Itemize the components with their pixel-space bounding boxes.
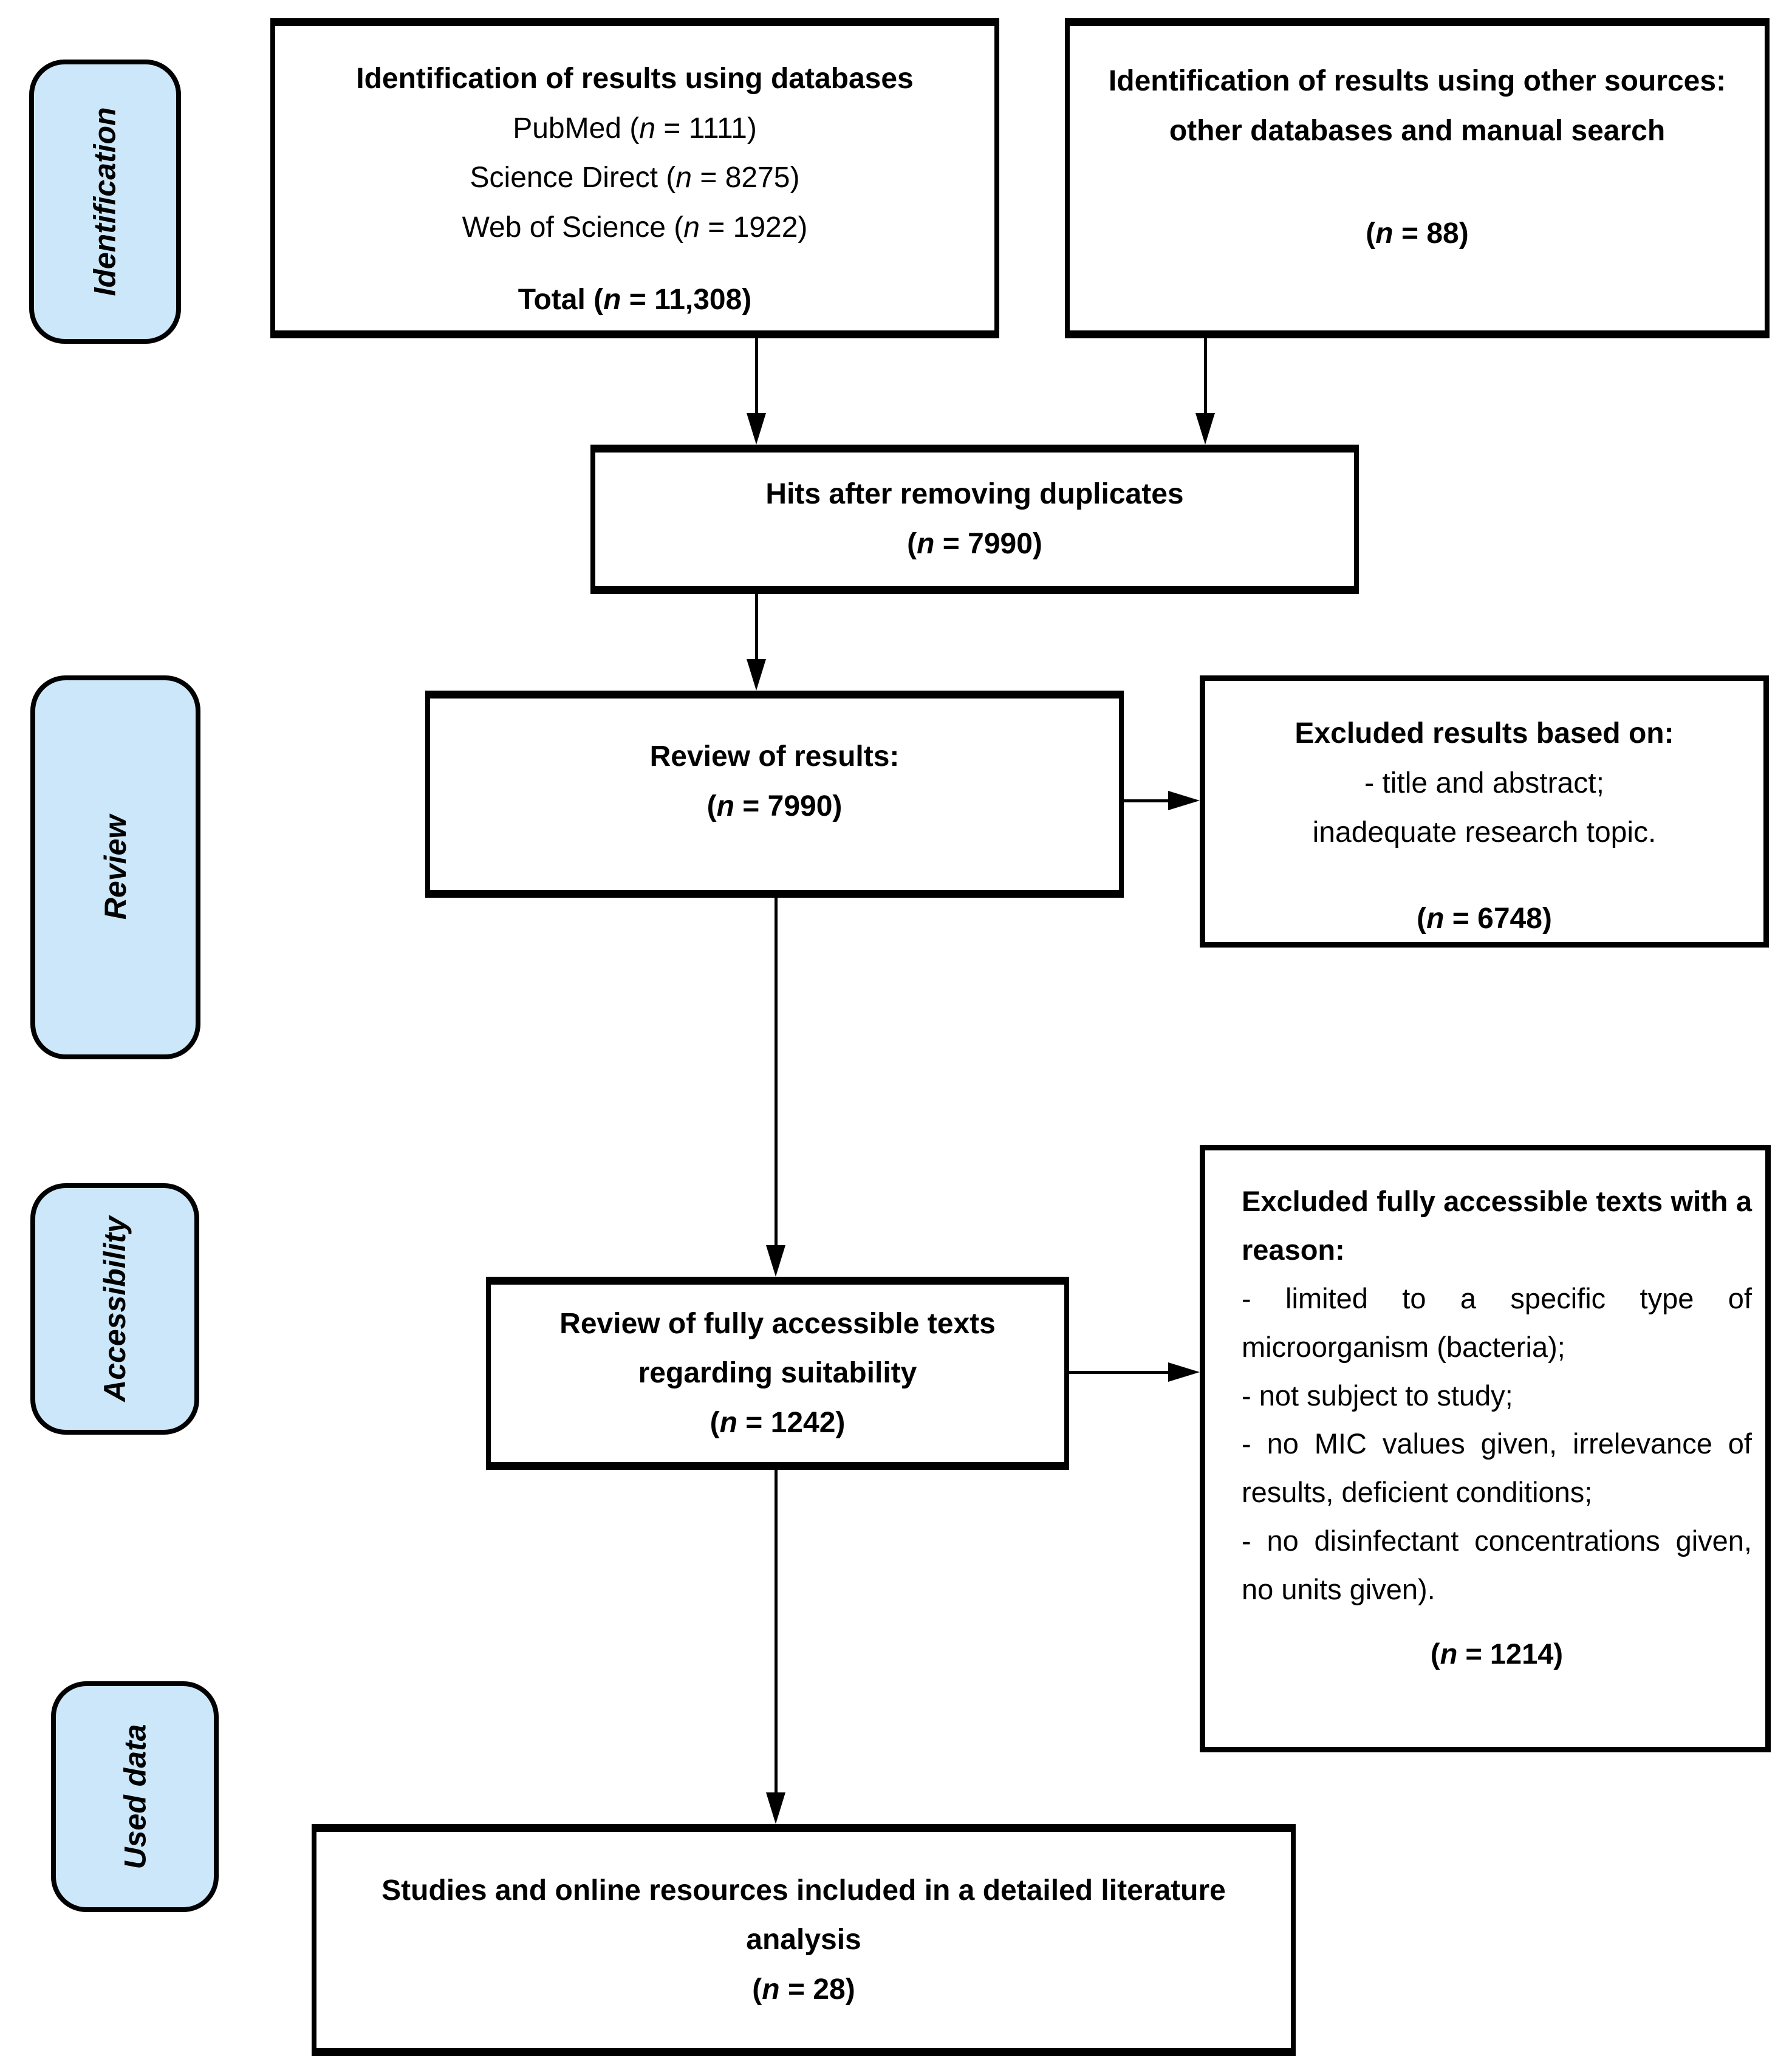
exclusion-reason: - no disinfectant concentrations given, … [1242,1525,1752,1606]
arrowhead-down-icon [747,413,766,445]
arrow-line [775,898,778,1247]
arrowhead-down-icon [766,1792,785,1824]
arrow-line [755,594,758,661]
box-hits-after-duplicates: Hits after removing duplicates (n = 7990… [590,445,1359,594]
box-count: (n = 1242) [710,1406,846,1439]
box-count: (n = 28) [752,1973,855,2006]
exclusion-reason: inadequate research topic. [1312,816,1657,849]
box-count: (n = 7990) [706,790,843,822]
box-title: Review of results: [649,740,900,773]
stage-label-text: Identification [88,107,123,296]
arrow-line [1069,1371,1171,1374]
arrow-line [1124,799,1171,802]
stage-label-text: Accessibility [98,1216,132,1402]
box-excluded-fulltext: Excluded fully accessible texts with a r… [1200,1145,1771,1752]
stage-label-accessibility: Accessibility [30,1183,199,1435]
box-fulltext-review: Review of fully accessible texts regardi… [486,1277,1069,1470]
stage-label-text: Review [98,815,132,920]
arrowhead-down-icon [747,659,766,691]
exclusion-reason: - not subject to study; [1242,1379,1513,1412]
box-title: Identification of results using other so… [1108,65,1726,147]
exclusion-reason: - title and abstract; [1364,767,1604,799]
arrowhead-down-icon [1195,413,1215,445]
box-title: Excluded results based on: [1294,717,1674,750]
box-count: (n = 1214) [1430,1638,1564,1670]
box-count: (n = 6748) [1417,902,1552,935]
box-title: Studies and online resources included in… [381,1874,1226,1956]
box-title: Review of fully accessible texts regardi… [559,1307,996,1390]
source-line: Science Direct (n = 8275) [470,162,800,194]
stage-label-used-data: Used data [51,1681,219,1912]
box-count: (n = 88) [1366,217,1469,250]
stage-label-identification: Identification [29,60,181,344]
box-title: Identification of results using database… [356,63,914,95]
box-review-of-results: Review of results: (n = 7990) [425,691,1124,898]
source-line: Web of Science (n = 1922) [462,211,808,244]
box-identification-databases: Identification of results using database… [270,18,999,338]
exclusion-reason: - limited to a specific type of microorg… [1242,1282,1752,1363]
box-title: Excluded fully accessible texts with a r… [1242,1185,1752,1266]
arrow-line [755,338,758,416]
box-title: Hits after removing duplicates [765,478,1184,511]
box-included-studies: Studies and online resources included in… [312,1824,1296,2056]
source-line: PubMed (n = 1111) [513,112,757,145]
box-excluded-results: Excluded results based on: - title and a… [1200,675,1769,948]
arrowhead-right-icon [1168,791,1200,810]
arrowhead-right-icon [1168,1362,1200,1382]
exclusion-reason: - no MIC values given, irrelevance of re… [1242,1427,1752,1509]
box-count: (n = 7990) [907,528,1042,560]
stage-label-text: Used data [118,1724,152,1870]
arrow-line [775,1470,778,1794]
arrowhead-down-icon [766,1245,785,1277]
arrow-line [1204,338,1207,416]
box-identification-other-sources: Identification of results using other so… [1065,18,1770,338]
box-total: Total (n = 11,308) [518,284,752,316]
stage-label-review: Review [30,675,200,1059]
